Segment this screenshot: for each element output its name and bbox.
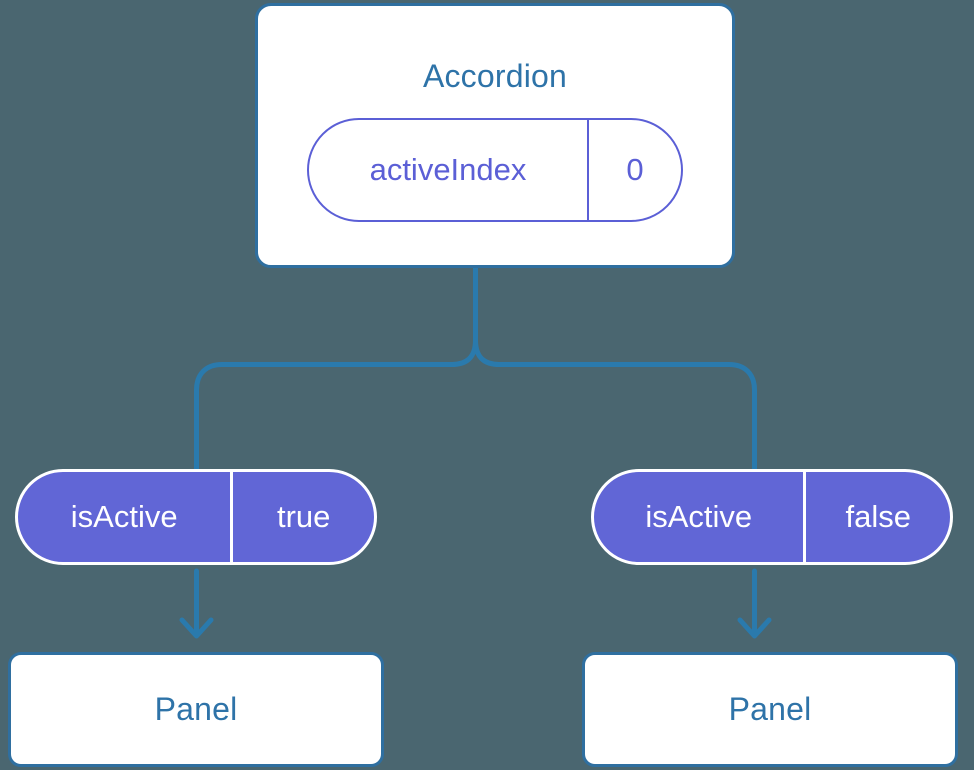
state-chip-activeindex-value: 0 [587,120,681,220]
state-chip-activeindex[interactable]: activeIndex 0 [307,118,683,222]
connector-trunk-right [473,337,757,473]
prop-chip-isactive-right-key: isActive [645,499,753,534]
panel-card-right-title: Panel [728,691,812,727]
prop-chip-isactive-left[interactable]: isActive true [15,469,377,565]
panel-card-left[interactable]: Panel [8,652,384,767]
arrow-right-head [737,617,772,639]
arrow-left-head [179,617,214,639]
accordion-title: Accordion [422,58,568,94]
connector-trunk [194,265,478,473]
prop-chip-isactive-left-key: isActive [70,499,178,534]
prop-chip-isactive-right[interactable]: isActive false [591,469,953,565]
prop-chip-isactive-left-value: true [230,472,374,562]
prop-chip-isactive-right-value: false [803,472,950,562]
panel-card-left-title: Panel [154,691,238,727]
state-chip-activeindex-key: activeIndex [369,152,527,187]
panel-card-right[interactable]: Panel [582,652,958,767]
